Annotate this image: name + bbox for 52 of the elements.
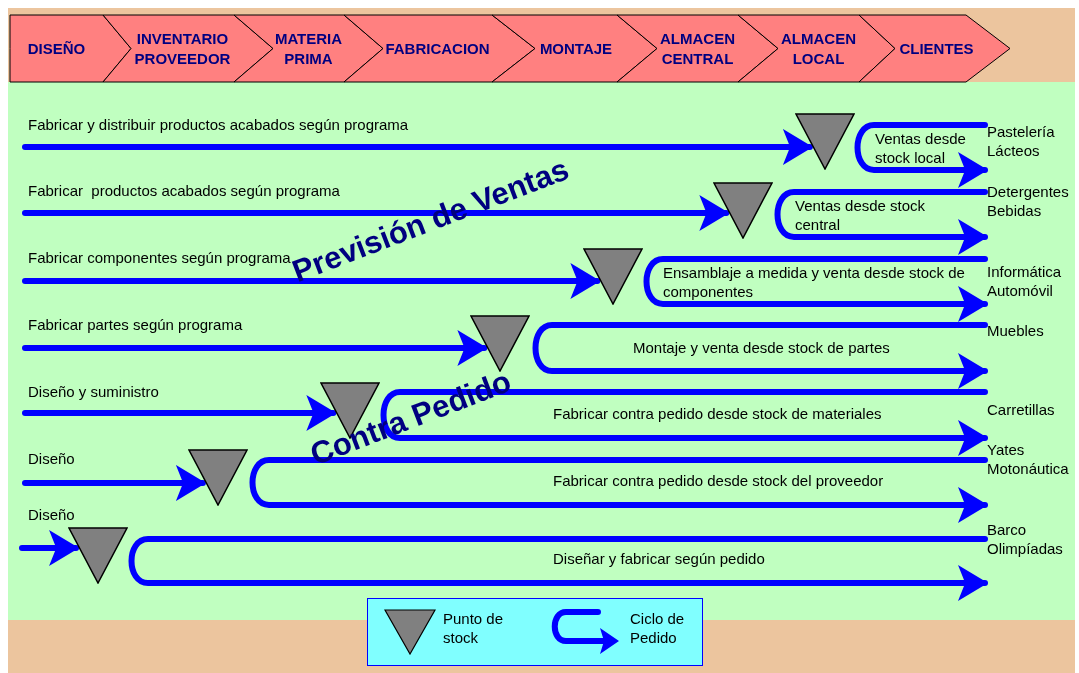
customer-label: Informática Automóvil xyxy=(987,262,1063,300)
edge-label: Ventas desde stock central xyxy=(795,196,927,234)
edge-label: Fabricar contra pedido desde stock del proveedor xyxy=(553,471,885,490)
stock-point-triangle xyxy=(188,449,248,506)
order-cycle-arrow xyxy=(643,256,988,322)
stage-name: ALMACEN LOCAL xyxy=(780,28,857,69)
stock-point-triangle xyxy=(583,248,643,305)
order-cycle-arrow xyxy=(854,122,988,188)
legend-text: Punto de stock xyxy=(443,609,505,647)
customer-label: Yates Motonáutica xyxy=(987,440,1070,478)
arrow xyxy=(22,465,206,501)
stage-name: MATERIA PRIMA xyxy=(273,28,344,69)
stock-point-triangle xyxy=(713,182,773,239)
customer-label: Pastelería Lácteos xyxy=(987,122,1056,160)
arrow xyxy=(22,195,730,231)
arrow xyxy=(22,395,337,431)
edge-label: Ensamblaje a medida y venta desde stock de componentes xyxy=(663,263,966,301)
stage-name: INVENTARIO PROVEEDOR xyxy=(133,28,232,69)
edge-label: Diseño xyxy=(28,449,75,468)
edge-label: Diseño xyxy=(28,505,75,524)
edge-label: Diseñar y fabricar según pedido xyxy=(553,549,766,568)
edge-label: Fabricar contra pedido desde stock de materiales xyxy=(553,404,883,423)
order-cycle-arrow xyxy=(532,322,988,389)
edge-label: Ventas desde stock local xyxy=(875,129,967,167)
order-cycle-arrow xyxy=(380,389,988,456)
stage-name: FABRICACION xyxy=(385,38,490,59)
edge-label: Fabricar y distribuir productos acabados según programa xyxy=(28,115,409,134)
stage-name: DISEÑO xyxy=(27,38,86,59)
edge-label: Fabricar partes según programa xyxy=(28,315,243,334)
edge-label: Fabricar productos acabados según programa xyxy=(28,181,340,200)
arrow xyxy=(22,330,488,366)
edge-label: Montaje y venta desde stock de partes xyxy=(633,338,891,357)
customer-label: Carretillas xyxy=(987,400,1056,419)
customer-label: Muebles xyxy=(987,321,1045,340)
edge-label: Fabricar componentes según programa xyxy=(28,248,291,267)
customer-label: Detergentes Bebidas xyxy=(987,182,1070,220)
stock-point-triangle xyxy=(795,113,855,170)
stock-point-triangle xyxy=(68,527,128,584)
arrow xyxy=(22,129,813,165)
stage-name: CLIENTES xyxy=(899,38,974,59)
edge-label: Diseño y suministro xyxy=(28,382,159,401)
customer-label: Barco Olimpíadas xyxy=(987,520,1064,558)
stage-name: ALMACEN CENTRAL xyxy=(659,28,736,69)
stock-point-triangle xyxy=(470,315,530,372)
legend-text: Ciclo de Pedido xyxy=(630,609,686,647)
annotation-text: Contra Pedido xyxy=(305,364,516,472)
order-cycle-arrow xyxy=(774,189,988,255)
arrow xyxy=(22,263,601,299)
stage-name: MONTAJE xyxy=(539,38,613,59)
arrow xyxy=(19,530,80,566)
order-cycle-arrow xyxy=(128,536,988,601)
order-cycle-arrow xyxy=(249,457,988,523)
